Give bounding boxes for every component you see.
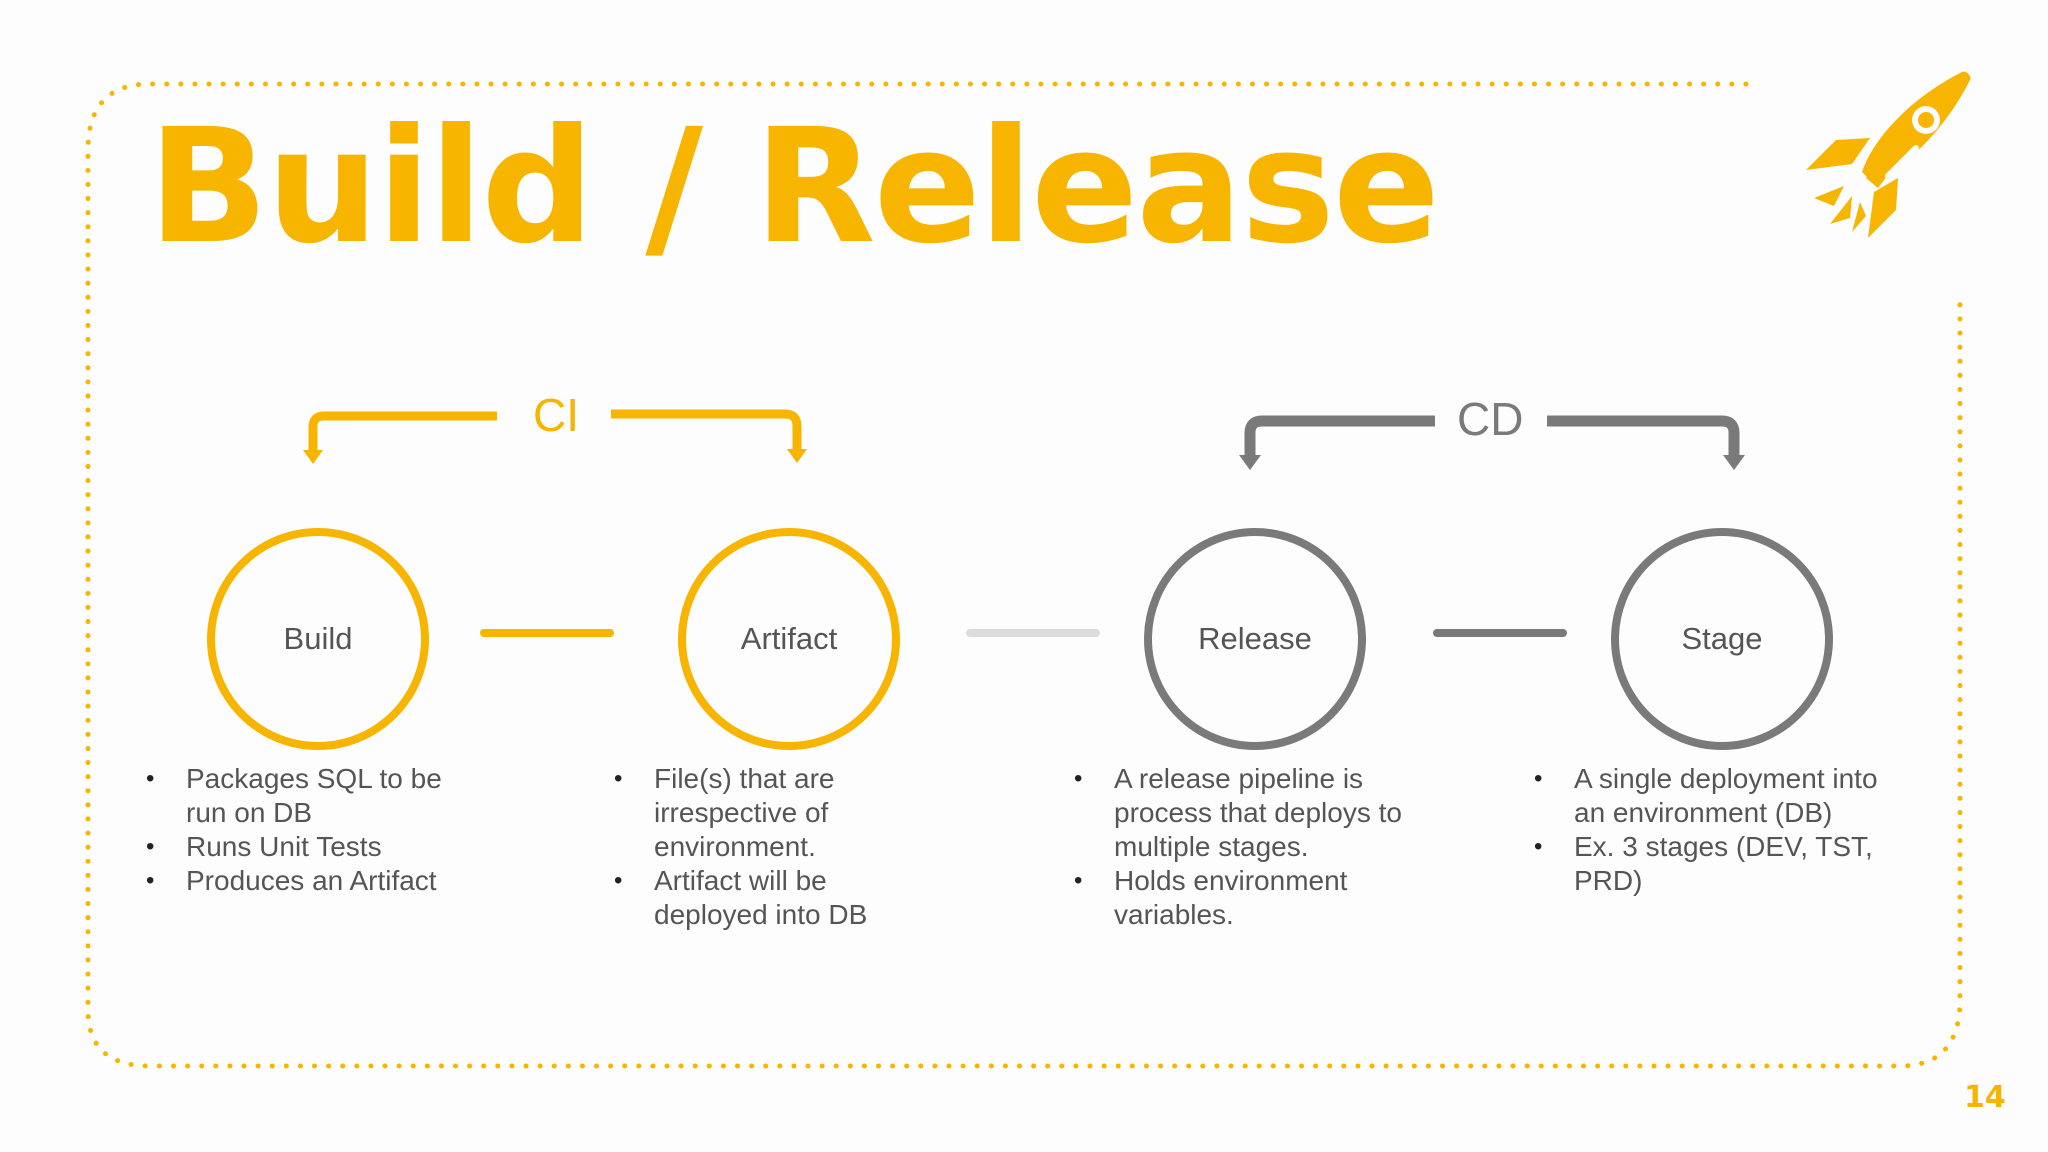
release-node: Release	[1144, 528, 1366, 750]
build-bullets: Packages SQL to be run on DB Runs Unit T…	[146, 762, 476, 898]
list-item: Packages SQL to be run on DB	[146, 762, 476, 830]
stage-node: Stage	[1611, 528, 1833, 750]
rocket-icon	[1806, 71, 1971, 238]
list-item: Ex. 3 stages (DEV, TST, PRD)	[1534, 830, 1894, 898]
build-node-label: Build	[283, 621, 353, 656]
artifact-bullets: File(s) that are irrespective of environ…	[614, 762, 894, 932]
stage-bullets: A single deployment into an environment …	[1534, 762, 1894, 898]
ci-arrow-right	[787, 449, 807, 463]
ci-arrow-left	[303, 450, 323, 464]
dotted-frame	[85, 81, 1963, 1069]
build-node: Build	[207, 528, 429, 750]
ci-label: CI	[533, 389, 579, 441]
artifact-node-label: Artifact	[740, 621, 838, 656]
cd-arrow-right	[1723, 455, 1745, 470]
cd-bracket-right	[1547, 415, 1740, 458]
ci-bracket-right	[611, 409, 802, 450]
ci-bracket-left	[308, 411, 497, 452]
list-item: Produces an Artifact	[146, 864, 476, 898]
artifact-node: Artifact	[678, 528, 900, 750]
page-number: 14	[1964, 1080, 2006, 1115]
list-item: Holds environment variables.	[1074, 864, 1444, 932]
list-item: A release pipeline is process that deplo…	[1074, 762, 1444, 864]
release-node-label: Release	[1198, 621, 1312, 656]
stage-node-label: Stage	[1681, 621, 1763, 656]
cd-label: CD	[1457, 393, 1524, 445]
slide-title: Build / Release	[148, 95, 1440, 279]
cd-arrow-left	[1239, 455, 1261, 470]
release-bullets: A release pipeline is process that deplo…	[1074, 762, 1444, 932]
list-item: Runs Unit Tests	[146, 830, 476, 864]
list-item: Artifact will be deployed into DB	[614, 864, 894, 932]
list-item: File(s) that are irrespective of environ…	[614, 762, 894, 864]
list-item: A single deployment into an environment …	[1534, 762, 1894, 830]
cd-bracket-left	[1244, 415, 1435, 458]
